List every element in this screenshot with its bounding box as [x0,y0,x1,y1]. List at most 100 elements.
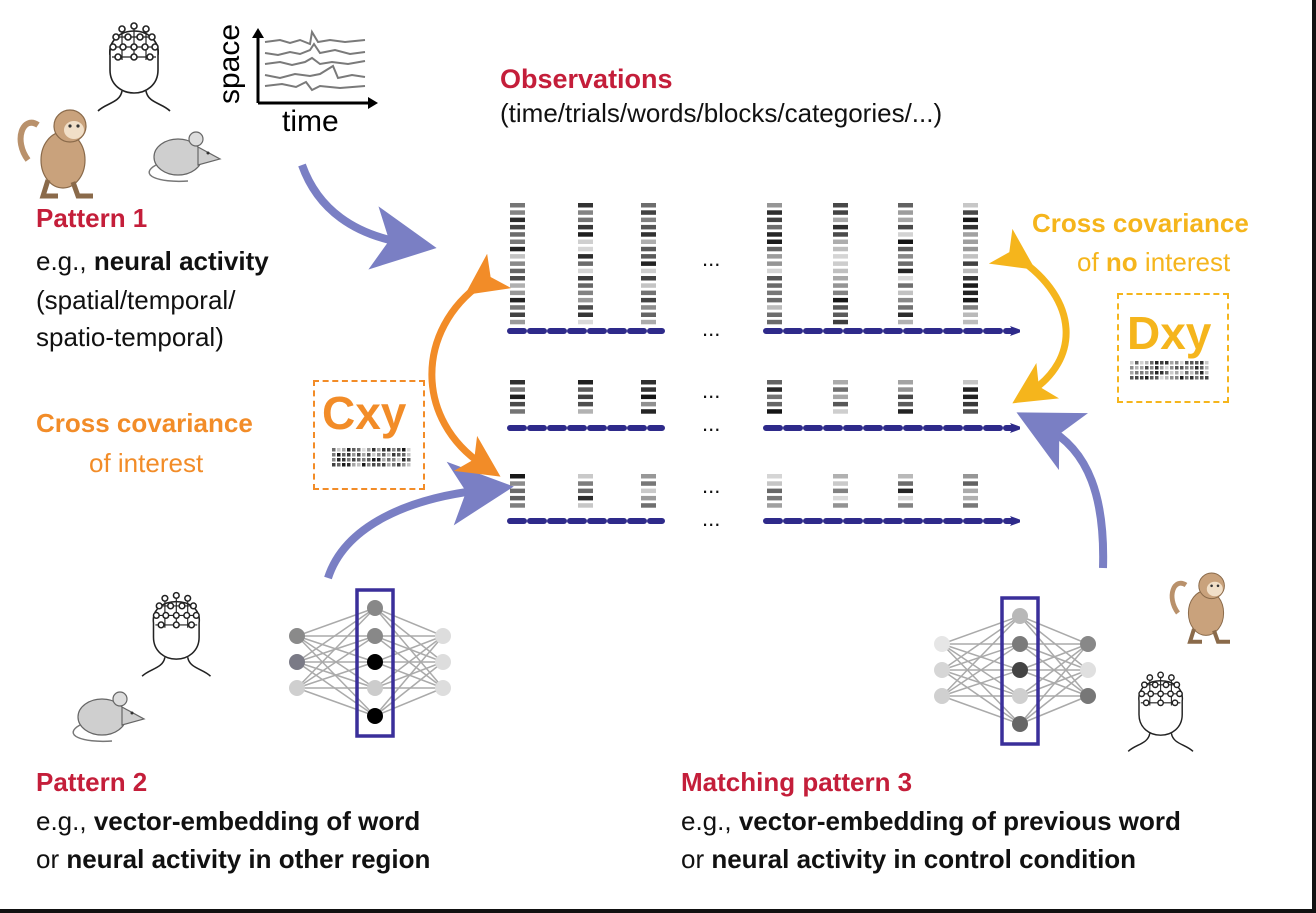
inset-ylabel: space [213,23,246,104]
observation-cell [833,283,848,288]
observation-cell [767,305,782,310]
observation-cell [641,401,656,407]
observation-cell [833,481,848,486]
observation-cell [963,203,978,208]
observation-cell [641,203,656,208]
observation-cell [833,409,848,414]
no-interest-pre: of [1077,247,1106,277]
observation-cell [641,246,656,252]
observation-cell [641,474,656,479]
observation-cell [898,488,913,494]
observation-cell [898,239,913,244]
observation-cell [833,387,848,392]
observation-cell [898,380,913,385]
observation-cell [641,297,656,303]
observation-cell [578,217,593,223]
observation-cell [578,495,593,501]
observation-cell [510,319,525,325]
pattern3-line1: e.g., vector-embedding of previous word [681,806,1181,837]
observation-cell [767,297,782,303]
no-interest-post: interest [1137,247,1231,277]
nn-highlight-box [1000,596,1040,746]
observation-cell [641,380,656,385]
observation-cell [963,261,978,266]
observation-cell [898,224,913,230]
monkey-icon [17,109,93,199]
observation-cell [578,503,593,508]
observation-cell [767,210,782,215]
observation-cell [578,261,593,266]
pattern3-title: Matching pattern 3 [681,767,913,797]
observation-cell [767,268,782,274]
observation-cell [767,246,782,252]
observation-cell [898,319,913,325]
pattern1-line3: spatio-temporal) [36,322,224,352]
cxy-matrix-icon [332,448,411,467]
observations-title: Observations [500,64,673,94]
pattern1-prefix: e.g., [36,246,94,276]
observation-cell [767,481,782,486]
observation-cell [767,312,782,317]
observation-cell [510,394,525,400]
eeg-head-icon [141,591,212,677]
observation-cell [833,224,848,230]
observation-cell [510,290,525,296]
observation-cell [767,254,782,259]
observation-cell [641,312,656,317]
observation-cell [641,217,656,223]
observation-cell [510,409,525,414]
observation-cell [578,254,593,259]
observation-cell [898,203,913,208]
observation-cell [898,232,913,237]
observation-cell [510,297,525,303]
observation-cell [578,232,593,237]
observation-cell [833,203,848,208]
observation-cell [898,217,913,223]
observation-cell [767,276,782,281]
observation-cell [641,394,656,400]
eeg-head-icon [97,22,171,112]
observation-cell [963,254,978,259]
observation-cell [963,503,978,508]
nn-node [367,600,383,616]
observation-cell [641,409,656,414]
observation-cell [963,319,978,325]
observation-cell [578,268,593,274]
nn-node [367,628,383,644]
observation-cell [833,319,848,325]
nn-node [934,688,950,704]
nn-node [289,680,305,696]
observation-cell [767,239,782,244]
nn-node [1080,688,1096,704]
observation-cell [963,210,978,215]
observation-cell [898,401,913,407]
observation-cell [898,481,913,486]
observation-cell [767,319,782,325]
observation-cell [963,283,978,288]
cross-interest-arrow [428,253,512,477]
observation-cell [510,276,525,281]
monkey-icon [1169,572,1231,644]
observation-cell [510,203,525,208]
ellipsis: ... [702,506,721,531]
observation-cell [833,268,848,274]
observation-cell [833,474,848,479]
observation-matrix [507,203,1012,521]
observation-cell [963,401,978,407]
nn-node [289,654,305,670]
mouse-icon [148,131,222,183]
nn-node [289,628,305,644]
observation-cell [767,387,782,392]
observation-cell [833,495,848,501]
observation-cell [510,261,525,266]
nn-node [1012,636,1028,652]
observation-cell [641,268,656,274]
cxy-label: Cxy [322,387,407,439]
observation-cell [833,503,848,508]
observation-cell [510,254,525,259]
observation-cell [898,210,913,215]
pattern2-line1: e.g., vector-embedding of word [36,806,420,837]
observation-cell [963,409,978,414]
pattern2-line2: or neural activity in other region [36,844,430,875]
nn-node [934,636,950,652]
